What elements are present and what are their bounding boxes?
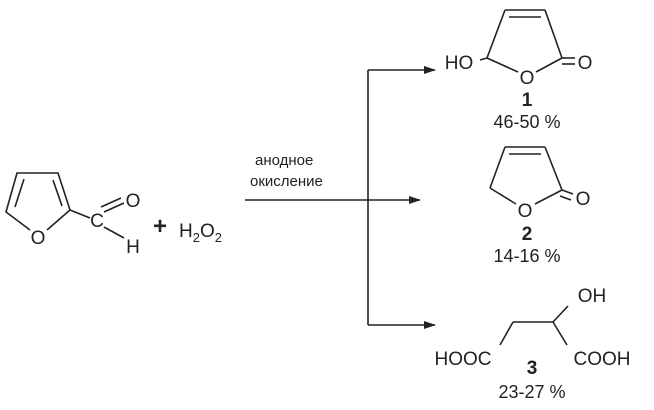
compound-label: 2	[522, 224, 533, 245]
right-carboxyl: COOH	[574, 349, 631, 370]
hydrogen-peroxide: H2O2	[179, 221, 222, 245]
furfural-structure: O C O H	[5, 172, 141, 258]
carbonyl-oxygen: O	[576, 189, 591, 210]
ring-oxygen: O	[31, 228, 46, 249]
compound-label: 3	[527, 358, 538, 379]
aldehyde-hydrogen: H	[126, 237, 140, 258]
yield-text: 46-50 %	[493, 112, 560, 132]
peroxide-formula: H2O2	[179, 221, 222, 245]
ring-oxygen: O	[518, 201, 533, 222]
condition-line-2: окисление	[250, 173, 323, 190]
product-1: HO O O 1 46-50 %	[445, 9, 593, 132]
compound-label: 1	[522, 90, 533, 111]
yield-text: 14-16 %	[493, 246, 560, 266]
condition-line-1: анодное	[255, 152, 313, 169]
ring-oxygen: O	[520, 68, 535, 89]
hydroxyl-group: OH	[578, 286, 607, 307]
carbonyl-oxygen: O	[578, 53, 593, 74]
left-carboxyl: HOOC	[435, 349, 492, 370]
plus-sign: +	[153, 213, 167, 240]
reaction-arrows	[245, 66, 436, 329]
aldehyde-carbon: C	[90, 211, 104, 232]
product-2: O O 2 14-16 %	[489, 146, 591, 266]
aldehyde-oxygen: O	[126, 191, 141, 212]
yield-text: 23-27 %	[498, 382, 565, 402]
product-3: OH HOOC COOH 3 23-27 %	[435, 286, 631, 402]
hydroxyl-group: HO	[445, 53, 474, 74]
